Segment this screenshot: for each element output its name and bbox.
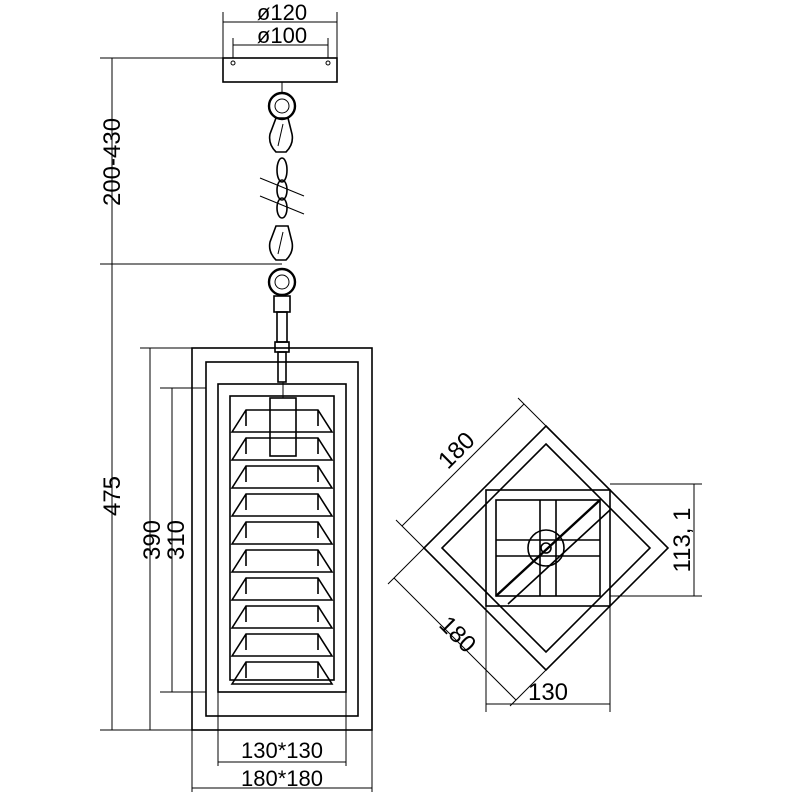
- canopy: [222, 57, 338, 83]
- louvre-prism: [230, 493, 334, 517]
- glass-louvres: [230, 409, 334, 685]
- lamp-top-view: [422, 424, 670, 672]
- chain: [259, 82, 305, 383]
- bottom-dimensions: [191, 692, 373, 792]
- louvre-prism: [230, 577, 334, 601]
- louvre-prism: [230, 437, 334, 461]
- louvre-prism: [230, 633, 334, 657]
- inner-size-label: 130*130: [241, 738, 323, 763]
- vertical-dimensions: [100, 57, 282, 731]
- outer-frame-height-label: 390: [139, 520, 166, 560]
- canopy-dimension: [222, 12, 338, 58]
- louvre-prism: [230, 521, 334, 545]
- chain-length-label: 200-430: [99, 118, 126, 206]
- lamp-front-view: [191, 347, 373, 731]
- louvre-prism: [230, 549, 334, 573]
- top-height-label: 113, 1: [669, 508, 696, 573]
- louvre-prism: [230, 409, 334, 433]
- outer-size-label: 180*180: [241, 766, 323, 791]
- total-height-label: 475: [99, 476, 126, 516]
- top-side-b-label: 180: [434, 611, 481, 658]
- louvre-prism: [230, 465, 334, 489]
- inner-frame-height-label: 310: [163, 520, 190, 560]
- top-view-dimensions: [387, 397, 702, 712]
- louvre-prism: [230, 605, 334, 629]
- top-side-a-label: 180: [433, 427, 480, 474]
- top-width-label: 130: [528, 679, 568, 706]
- canopy-outer-diameter-label: ø120: [257, 0, 307, 25]
- canopy-inner-diameter-label: ø100: [257, 23, 307, 48]
- louvre-prism: [230, 661, 334, 685]
